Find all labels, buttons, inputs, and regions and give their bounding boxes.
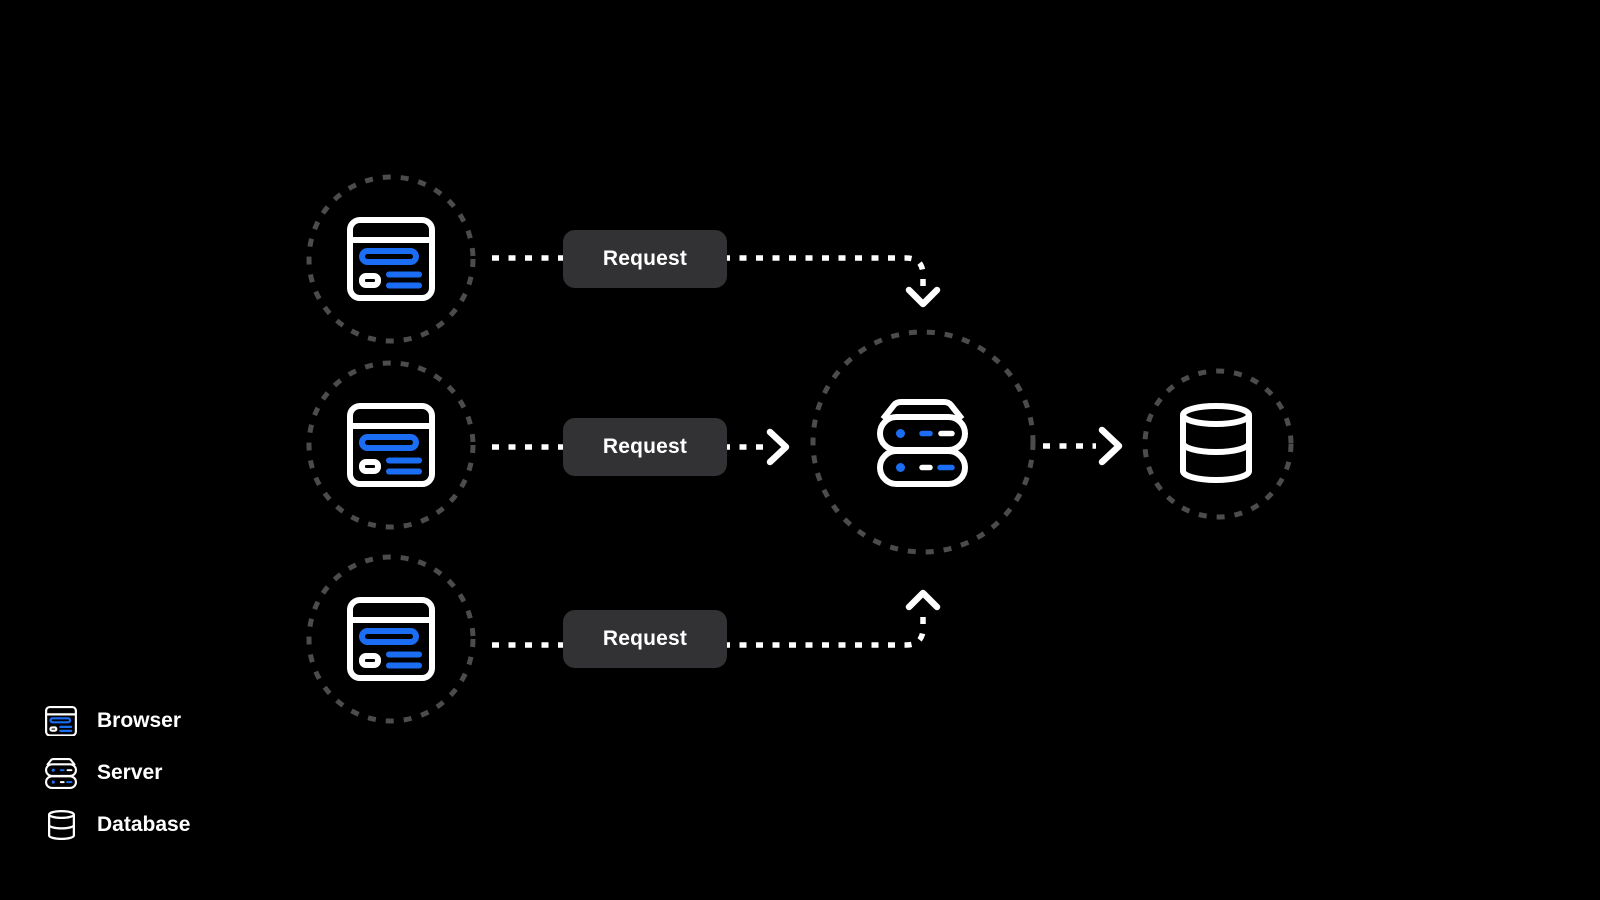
flow-arrow-browser1-server: [492, 255, 941, 308]
browser-icon: [350, 220, 432, 298]
legend-label-database: Database: [97, 813, 191, 836]
legend: Browser Server: [44, 704, 190, 860]
arrowhead-right-icon: [1098, 426, 1123, 466]
database-icon: [44, 808, 78, 842]
database-icon: [1183, 406, 1249, 480]
request-button-3[interactable]: Request: [563, 610, 727, 668]
legend-label-server: Server: [97, 761, 163, 784]
arrowhead-right-icon: [766, 428, 790, 466]
server-icon: [880, 402, 965, 484]
flow-arrow-server-database: [1043, 426, 1123, 466]
browser-icon: [350, 406, 432, 484]
legend-item-server: Server: [44, 756, 190, 790]
legend-label-browser: Browser: [97, 709, 182, 732]
database-node: [1142, 368, 1294, 520]
legend-item-database: Database: [44, 808, 190, 842]
flow-arrow-browser3-server: [492, 589, 941, 648]
server-node: [810, 329, 1036, 555]
browser-node-1: [306, 174, 476, 344]
arrowhead-up-icon: [905, 589, 941, 611]
browser-node-2: [306, 360, 476, 530]
legend-item-browser: Browser: [44, 704, 190, 738]
request-button-2[interactable]: Request: [563, 418, 727, 476]
browser-icon: [44, 704, 78, 738]
browser-icon: [350, 600, 432, 678]
request-button-1[interactable]: Request: [563, 230, 727, 288]
browser-node-3: [306, 554, 476, 724]
arrowhead-down-icon: [905, 286, 941, 308]
server-icon: [44, 756, 78, 790]
